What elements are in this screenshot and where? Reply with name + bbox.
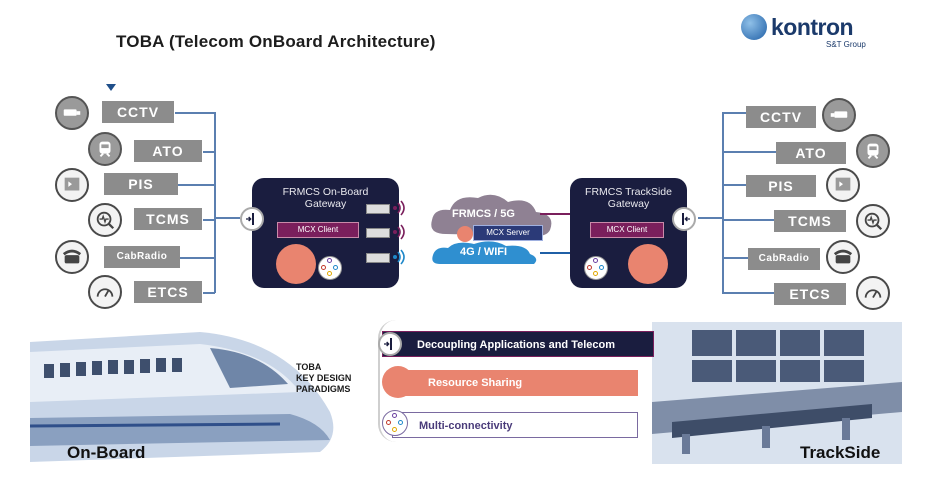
frmcs-5g-label: FRMCS / 5G <box>452 208 515 220</box>
onboard-decoupling-icon <box>240 207 264 231</box>
antenna-module <box>366 253 390 263</box>
onboard-gateway-title-1: FRMCS On-Board <box>282 186 369 198</box>
right-tag-cctv: CCTV <box>746 106 816 128</box>
wifi-4g-cloud: 4G / WIFI <box>430 240 540 266</box>
right-tag-ato: ATO <box>776 142 846 164</box>
display-icon <box>55 168 89 202</box>
train-icon <box>856 134 890 168</box>
right-connector <box>722 292 774 294</box>
cctv-camera-icon <box>822 98 856 132</box>
left-bus-link <box>214 217 240 219</box>
decoupling-icon <box>378 332 402 356</box>
signal-wave-icon <box>392 224 408 240</box>
resource-sharing-icon <box>382 366 414 398</box>
speedometer-icon <box>856 276 890 310</box>
left-tag-cctv: CCTV <box>102 101 174 123</box>
left-connector <box>203 219 215 221</box>
antenna-module <box>366 228 390 238</box>
server-resource-dot <box>457 226 473 242</box>
right-connector <box>722 151 776 153</box>
left-connector <box>180 257 215 259</box>
signal-wave-icon <box>392 249 408 265</box>
train-icon <box>88 132 122 166</box>
paradigm-multi-connectivity: Multi-connectivity <box>392 412 638 438</box>
logo-wordmark: kontron <box>771 14 854 40</box>
paradigms-heading-line2: KEY DESIGN <box>296 373 352 383</box>
left-tag-ato: ATO <box>134 140 202 162</box>
speedometer-icon <box>88 275 122 309</box>
telephone-icon <box>55 240 89 274</box>
cctv-camera-icon <box>55 96 89 130</box>
left-tag-tcms: TCMS <box>134 208 202 230</box>
right-bus-line <box>722 112 724 293</box>
left-tag-pis: PIS <box>104 173 178 195</box>
onboard-gateway-title-2: Gateway <box>304 198 347 210</box>
paradigms-heading: TOBA KEY DESIGN PARADIGMS <box>296 362 351 395</box>
logo-subtitle: S&T Group <box>826 40 866 49</box>
left-tag-cabradio: CabRadio <box>104 246 180 268</box>
trackside-label: TrackSide <box>800 443 881 462</box>
logo-mark-icon <box>741 14 767 40</box>
paradigm-decoupling: Decoupling Applications and Telecom <box>382 331 654 357</box>
kontron-logo: kontron S&T Group <box>741 12 881 52</box>
trackside-mcx-client: MCX Client <box>590 222 664 238</box>
paradigms-heading-line3: PARADIGMS <box>296 384 351 394</box>
right-tag-cabradio: CabRadio <box>748 248 820 270</box>
onboard-connectivity-dots <box>318 256 342 280</box>
trackside-control-room-illustration <box>652 322 902 464</box>
right-tag-etcs: ETCS <box>774 283 846 305</box>
trackside-resource-core <box>628 244 668 284</box>
antenna-module <box>366 204 390 214</box>
marker-triangle <box>106 84 116 91</box>
left-connector <box>178 184 215 186</box>
paradigm-resource-sharing: Resource Sharing <box>398 370 638 396</box>
right-tag-pis: PIS <box>746 175 816 197</box>
monitoring-icon <box>856 204 890 238</box>
left-tag-etcs: ETCS <box>134 281 202 303</box>
right-tag-tcms: TCMS <box>774 210 846 232</box>
right-bus-link <box>698 217 724 219</box>
right-connector <box>722 219 774 221</box>
monitoring-icon <box>88 203 122 237</box>
multi-connectivity-icon <box>382 410 408 436</box>
trackside-decoupling-icon <box>672 207 696 231</box>
right-connector <box>722 112 746 114</box>
paradigms-arc <box>378 320 396 442</box>
trackside-gateway-title-2: Gateway <box>607 198 650 210</box>
mcx-server: MCX Server <box>473 225 543 241</box>
trackside-connectivity-dots <box>584 256 608 280</box>
right-connector <box>722 184 746 186</box>
trackside-gateway: FRMCS TrackSide Gateway MCX Client <box>570 178 687 288</box>
page-title: TOBA (Telecom OnBoard Architecture) <box>116 32 436 51</box>
signal-wave-icon <box>392 200 408 216</box>
left-connector <box>203 151 215 153</box>
onboard-mcx-client: MCX Client <box>277 222 359 238</box>
paradigms-heading-line1: TOBA <box>296 362 322 372</box>
onboard-resource-core <box>276 244 316 284</box>
onboard-label: On-Board <box>67 443 146 462</box>
display-icon <box>826 168 860 202</box>
wifi-link <box>540 252 572 254</box>
left-connector <box>203 292 215 294</box>
trackside-gateway-title-1: FRMCS TrackSide <box>585 186 672 198</box>
left-bus-line <box>214 112 216 293</box>
left-connector <box>175 112 215 114</box>
onboard-train-illustration <box>29 322 360 464</box>
frmcs-link <box>540 213 572 215</box>
wifi-4g-label: 4G / WIFI <box>460 246 508 258</box>
right-connector <box>722 257 748 259</box>
telephone-icon <box>826 240 860 274</box>
